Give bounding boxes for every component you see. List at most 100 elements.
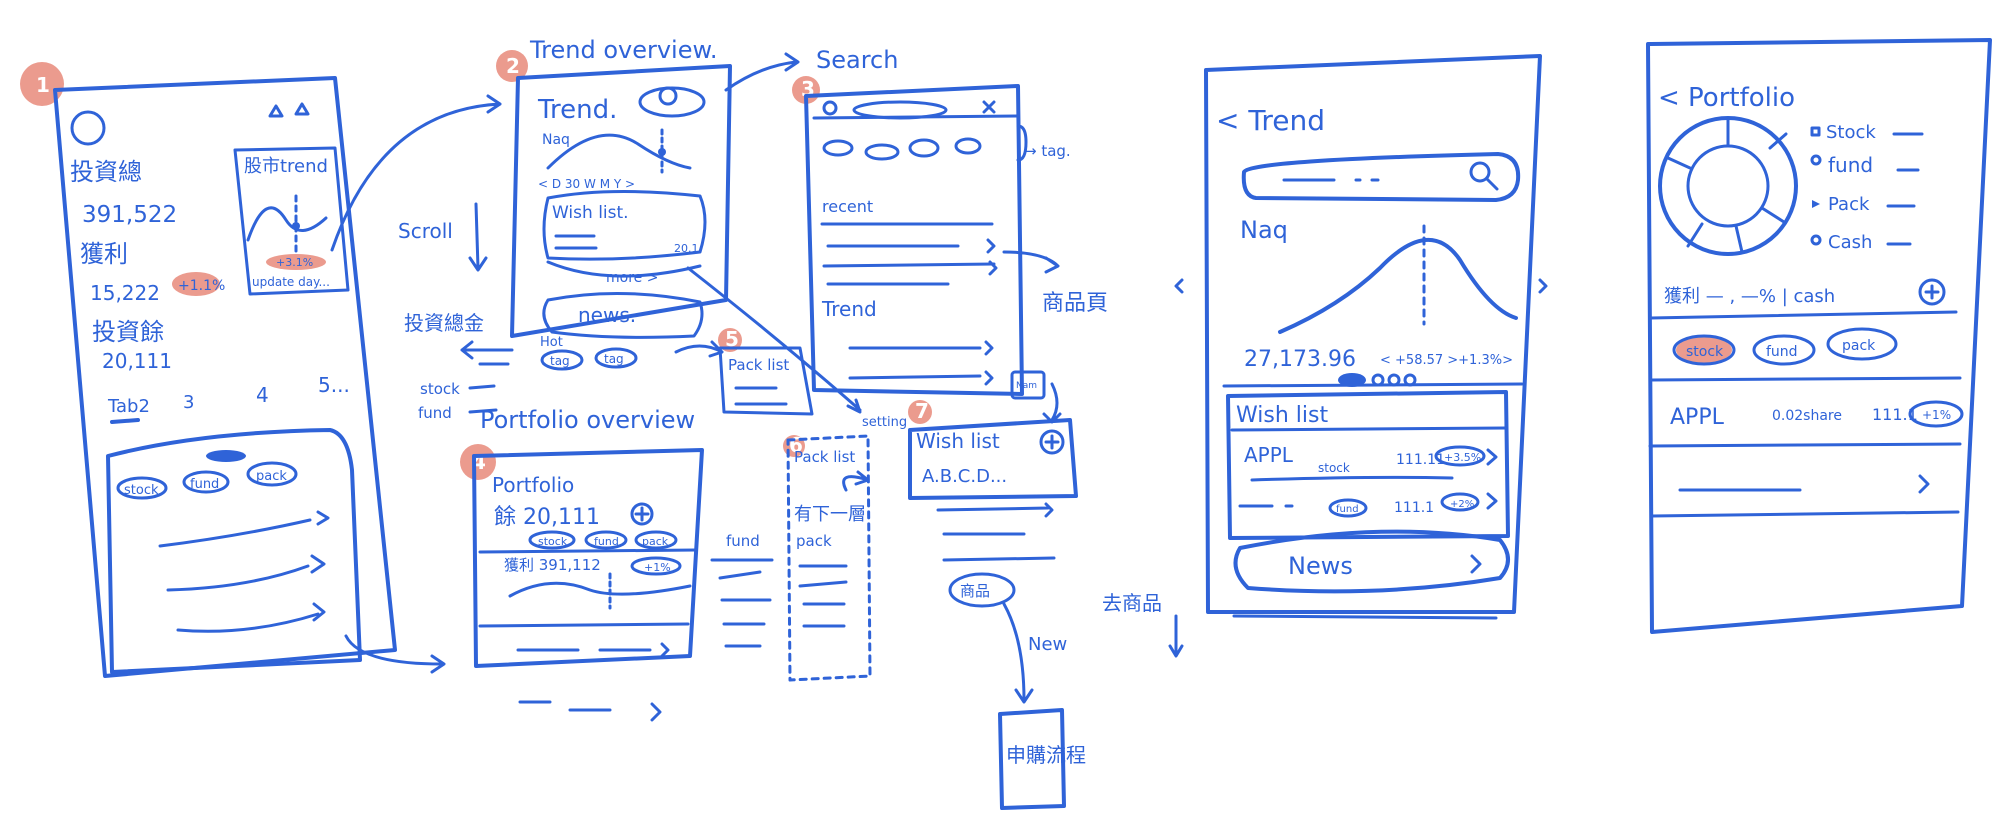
sheet-row-1[interactable] <box>158 510 330 548</box>
chip-stock[interactable] <box>1672 334 1736 366</box>
news-card[interactable] <box>1233 529 1510 594</box>
chip-pack[interactable] <box>246 461 298 487</box>
holding-ticker[interactable]: APPL <box>1670 405 1725 430</box>
chip-stock-fill <box>1676 337 1732 363</box>
search-icon[interactable] <box>1469 161 1491 183</box>
tab-5[interactable]: 5... <box>318 373 350 397</box>
close-icon[interactable] <box>982 100 996 114</box>
tag-brace <box>1016 124 1028 162</box>
divider-2 <box>478 622 690 628</box>
plus-icon <box>634 506 650 522</box>
donut-chart-inner <box>1686 144 1770 228</box>
legend-cash: Cash <box>1828 232 1872 253</box>
legend-stock-marker <box>1810 126 1821 137</box>
next-chevron[interactable] <box>1538 278 1548 294</box>
chip-stock-label: stock <box>1686 344 1724 360</box>
tab-2-indicator <box>110 418 140 424</box>
wish-row-2-chevron[interactable] <box>1486 492 1498 510</box>
go-product-arrow <box>1168 614 1184 658</box>
name-card[interactable] <box>1010 370 1046 400</box>
portfolio-title: Portfolio <box>492 473 574 497</box>
page-dot-2[interactable] <box>1371 373 1385 387</box>
trend-title[interactable]: < Trend <box>1216 104 1325 137</box>
setting-label: setting <box>862 415 907 430</box>
chip-pack[interactable] <box>1826 327 1898 361</box>
step-badge-2 <box>496 50 528 82</box>
prev-chevron[interactable] <box>1174 278 1184 294</box>
sheet-row-2[interactable] <box>166 554 326 592</box>
period-selector[interactable]: < D 30 W M Y > <box>538 177 635 191</box>
wishlist-card[interactable] <box>542 189 707 261</box>
tab-2[interactable]: Tab2 <box>107 396 150 417</box>
more-pill[interactable] <box>546 260 702 278</box>
index-value: 27,173.96 <box>1244 347 1356 372</box>
arrow-down <box>1042 382 1062 424</box>
wish-row-chevron[interactable] <box>1486 448 1498 466</box>
search-icon[interactable] <box>658 86 678 106</box>
sheet-handle[interactable] <box>206 450 246 462</box>
wishlist-rows[interactable] <box>936 502 1056 562</box>
step-badge-1-label: 1 <box>36 73 50 97</box>
tag-chip-2[interactable] <box>594 347 638 369</box>
trend-card[interactable] <box>233 146 350 296</box>
annotation-dashes <box>468 384 498 414</box>
tag-chip-1[interactable] <box>540 349 584 371</box>
fund-annotation: fund <box>418 404 452 422</box>
tab-3[interactable]: 3 <box>183 392 194 413</box>
page-dot-4[interactable] <box>1403 373 1417 387</box>
chip-fund[interactable] <box>1752 334 1816 366</box>
pack-list-rows[interactable] <box>798 564 848 628</box>
add-button[interactable] <box>630 502 654 526</box>
page-dot-active[interactable] <box>1338 373 1366 387</box>
chip-stock-label: stock <box>124 483 159 498</box>
profit-change-pill <box>172 272 220 296</box>
alphabet-index[interactable]: A.B.C.D... <box>922 466 1007 487</box>
bottom-line <box>1232 614 1498 620</box>
apply-flow-frame <box>998 708 1066 810</box>
pack-list-rows[interactable] <box>734 386 788 406</box>
news-card[interactable] <box>542 291 704 339</box>
more-label[interactable]: more > <box>606 270 658 286</box>
trend-card-update: update day... <box>252 275 330 289</box>
trend-label: Trend <box>821 297 877 321</box>
portfolio-row-2[interactable] <box>518 700 662 722</box>
step-badge-5 <box>718 328 742 352</box>
pack-list-frame <box>718 346 814 416</box>
chip-stock[interactable] <box>116 476 168 500</box>
tag-chip-2[interactable] <box>864 143 900 161</box>
fund-list-rows[interactable] <box>710 558 774 648</box>
search-input[interactable] <box>852 100 948 120</box>
wishlist-title: Wish list <box>916 429 1000 453</box>
holding-pill-text: +1% <box>1922 408 1951 422</box>
legend-stock: Stock <box>1826 122 1876 143</box>
chip-stock[interactable] <box>528 530 576 550</box>
wish-row-value: 111.11 <box>1396 452 1445 468</box>
page-dot-3[interactable] <box>1387 373 1401 387</box>
search-input[interactable] <box>1241 152 1521 202</box>
add-button[interactable] <box>1039 429 1065 455</box>
tag-chip-1[interactable] <box>822 139 854 157</box>
news-chevron[interactable] <box>1470 554 1482 574</box>
profit-label: 獲利 <box>80 240 128 268</box>
pack-list-title: Pack list <box>728 356 789 374</box>
sheet-row-3[interactable] <box>176 602 326 633</box>
trend-rows[interactable] <box>848 340 994 386</box>
wish-row-ticker[interactable]: APPL <box>1244 443 1294 467</box>
tag-chip-3[interactable] <box>908 138 940 158</box>
add-cash-button[interactable] <box>1918 278 1946 306</box>
phone-frame <box>1646 38 1992 634</box>
product-pill[interactable] <box>948 572 1016 608</box>
portfolio-title[interactable]: < Portfolio <box>1658 83 1795 113</box>
tab-4[interactable]: 4 <box>256 383 269 407</box>
chip-pack[interactable] <box>634 530 678 550</box>
chip-fund[interactable] <box>182 470 230 494</box>
tag-chip-4[interactable] <box>954 137 982 155</box>
fund-column-label: fund <box>726 532 760 550</box>
portfolio-row[interactable] <box>516 642 670 658</box>
arrow-to-product <box>1002 250 1060 274</box>
holding-row-2[interactable] <box>1678 474 1930 494</box>
wish-row-2-chip-label: fund <box>1336 504 1359 515</box>
step-badge-7 <box>908 400 932 424</box>
recent-rows[interactable] <box>820 222 996 286</box>
chip-fund[interactable] <box>584 530 628 550</box>
